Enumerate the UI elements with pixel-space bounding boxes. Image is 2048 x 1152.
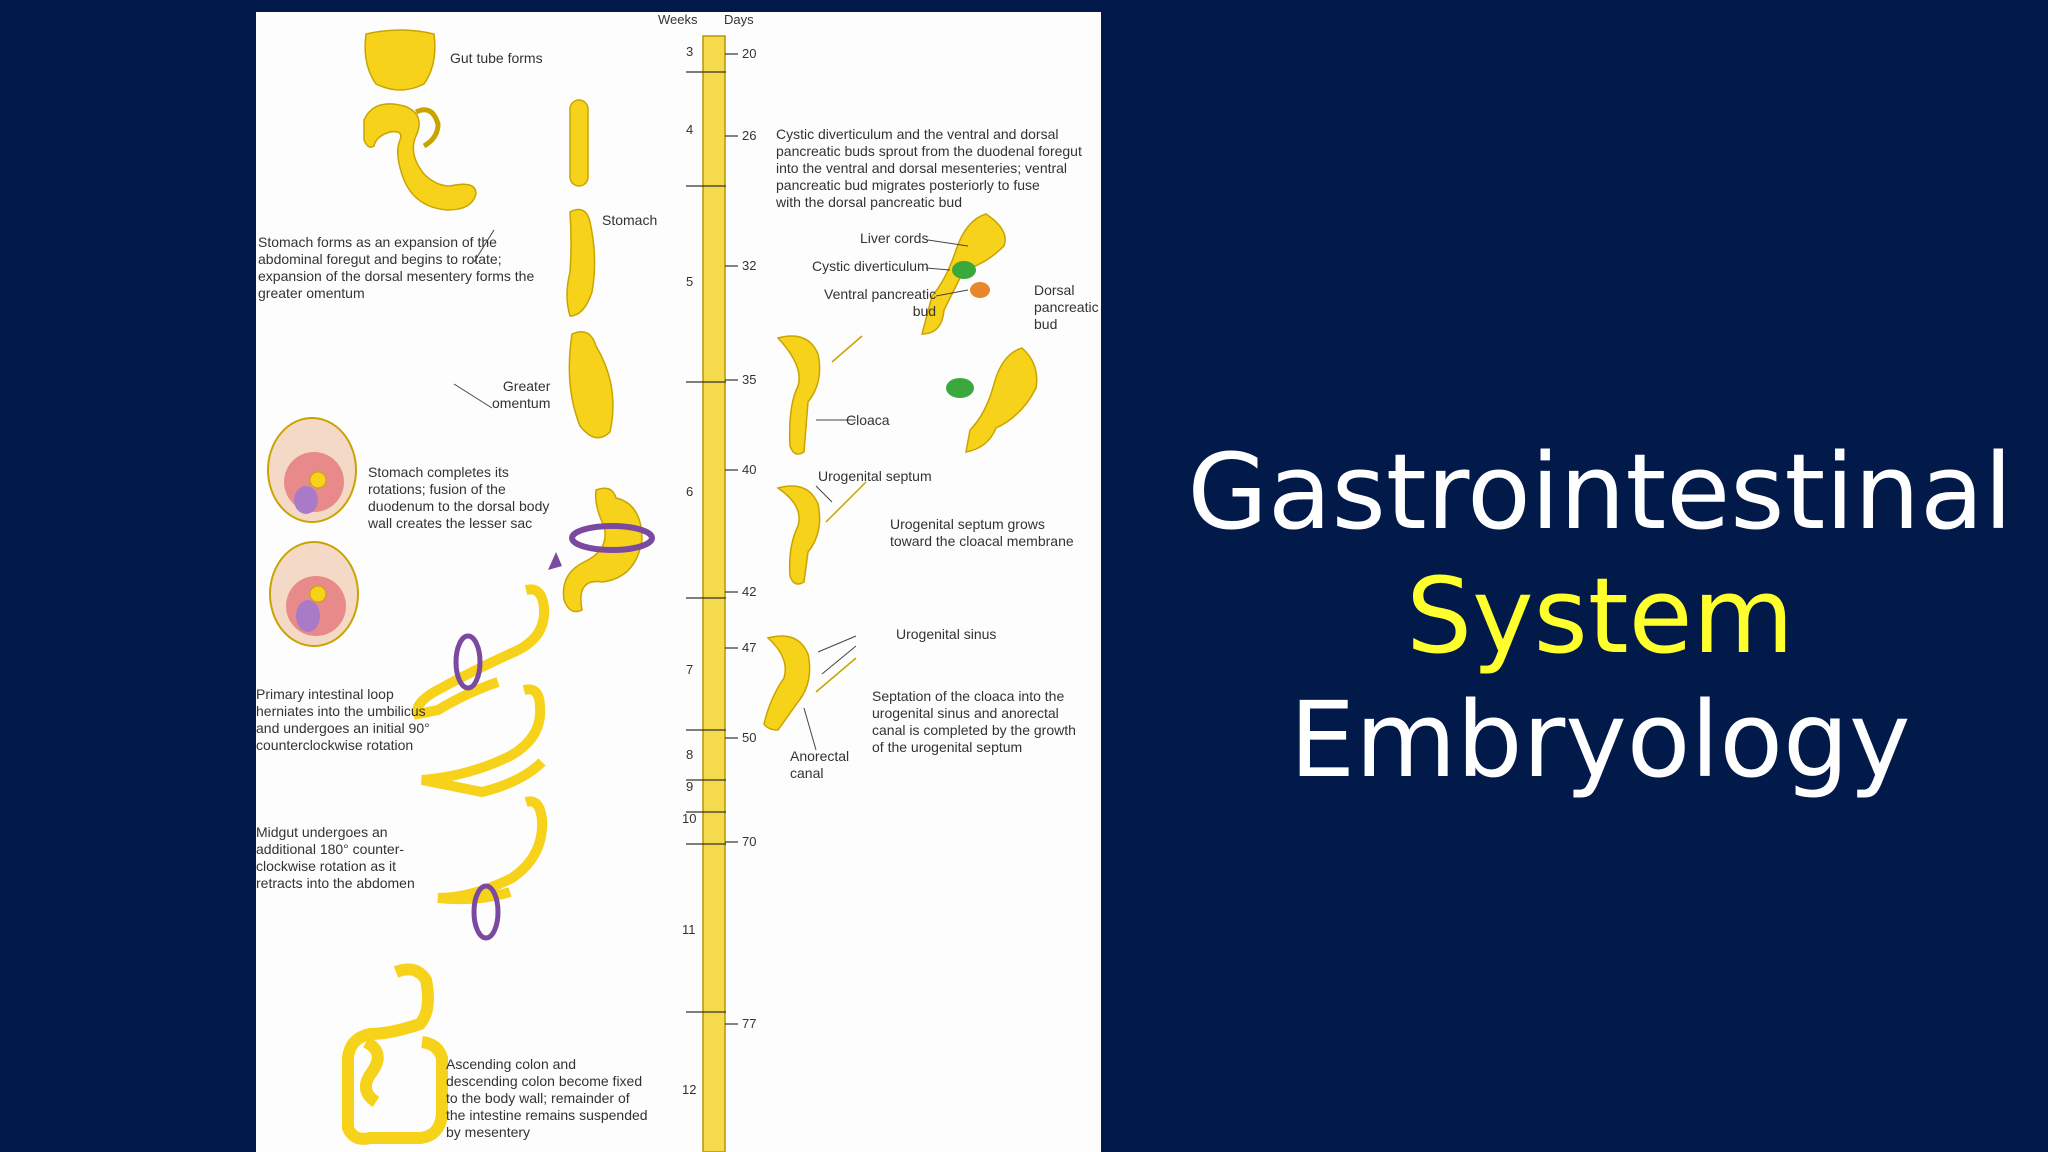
cloaca-stage-1: [776, 335, 863, 455]
label-urogenital-sinus: Urogenital sinus: [896, 626, 997, 642]
label-liver-cords: Liver cords: [860, 230, 929, 246]
stomach-omentum: [568, 331, 614, 439]
day-label-47: 47: [742, 640, 757, 655]
title-line-1: Gastrointestinal: [1187, 431, 2013, 553]
week-label-8: 8: [686, 747, 694, 762]
label-ascending-colon: Ascending colon and descending colon bec…: [446, 1056, 648, 1140]
week-label-9: 9: [686, 779, 694, 794]
cloaca-stage-2: [776, 481, 867, 585]
label-cystic-diverticulum-text: Cystic diverticulum and the ventral and …: [776, 126, 1082, 210]
purple-arrow-small: [548, 552, 562, 570]
stomach-early: [566, 208, 596, 317]
day-label-40: 40: [742, 462, 757, 477]
loop-rotation-arrow-1: [453, 633, 483, 691]
label-midgut: Midgut undergoes an additional 180° coun…: [256, 824, 415, 891]
week-label-5: 5: [686, 274, 694, 289]
day-label-20: 20: [742, 46, 757, 61]
day-label-32: 32: [742, 258, 757, 273]
day-label-50: 50: [742, 730, 757, 745]
week-label-6: 6: [686, 484, 694, 499]
label-primary-loop: Primary intestinal loop herniates into t…: [256, 686, 430, 753]
ventral-pancreatic-bud: [970, 282, 990, 298]
title-line-3: Embryology: [1289, 679, 1911, 801]
cross-section-2-organ: [296, 600, 320, 632]
timeline-bar: [702, 35, 726, 1152]
esophagus-tube: [569, 99, 589, 187]
loop-stage-2: [421, 684, 546, 798]
label-ventral-pancreatic-bud: Ventral pancreatic bud: [824, 286, 937, 319]
rotation-arrow: [569, 523, 655, 553]
week-label-10: 10: [682, 811, 697, 826]
pancreas-stage-2: [965, 347, 1038, 453]
primary-intestinal-loop: [412, 584, 550, 720]
day-ticks: [725, 53, 738, 1025]
slide-title: Gastrointestinal System Embryology: [1100, 430, 2048, 802]
final-colon: [342, 963, 448, 1145]
foregut-branch: [414, 107, 441, 149]
label-dorsal-pancreatic-bud: Dorsal pancreatic bud: [1034, 282, 1099, 332]
label-cystic-diverticulum: Cystic diverticulum: [812, 258, 929, 274]
cross-section-1-gut: [309, 471, 327, 489]
day-label-70: 70: [742, 834, 757, 849]
title-line-2: System: [1406, 555, 1794, 677]
week-label-7: 7: [686, 662, 694, 677]
cross-section-1-organ: [294, 486, 318, 514]
cystic-diverticulum-bud: [952, 261, 976, 279]
label-greater-omentum: Greater omentum: [492, 378, 551, 411]
week-label-4: 4: [686, 122, 694, 137]
day-label-77: 77: [742, 1016, 757, 1031]
gut-tube-shape: [364, 29, 436, 91]
label-septation: Septation of the cloaca into the urogeni…: [872, 688, 1076, 755]
week-label-3: 3: [686, 44, 694, 59]
day-label-35: 35: [742, 372, 757, 387]
foregut-curve: [363, 103, 477, 211]
label-stomach-completes: Stomach completes its rotations; fusion …: [368, 464, 550, 531]
week-ticks: [686, 71, 726, 1013]
day-label-42: 42: [742, 584, 757, 599]
cloaca-stage-3: [763, 635, 857, 731]
pancreas-stage-1: [921, 213, 1006, 335]
days-header: Days: [724, 12, 754, 27]
week-label-12: 12: [682, 1082, 697, 1097]
cross-section-2-gut: [309, 585, 327, 603]
label-gut-tube: Gut tube forms: [450, 50, 543, 66]
week-label-11: 11: [682, 922, 696, 937]
label-anorectal-canal: Anorectal canal: [790, 748, 850, 781]
label-stomach-forms: Stomach forms as an expansion of the abd…: [258, 234, 535, 301]
cystic-diverticulum-bud-2: [946, 378, 974, 398]
weeks-header: Weeks: [658, 12, 698, 27]
label-urogenital-septum: Urogenital septum: [818, 468, 932, 484]
loop-stage-3: [437, 796, 548, 905]
figure-drawings: [267, 29, 1038, 1152]
loop-rotation-arrow-2: [471, 883, 501, 941]
label-urogenital-septum-grows: Urogenital septum grows toward the cloac…: [890, 516, 1074, 549]
label-cloaca: Cloaca: [846, 412, 890, 428]
day-label-26: 26: [742, 128, 757, 143]
label-stomach: Stomach: [602, 212, 658, 228]
embryology-figure: Weeks Days 3 4 5 6 7 8 9 10 11 12 20 26 32 35 40 42 47 5…: [256, 12, 1101, 1152]
